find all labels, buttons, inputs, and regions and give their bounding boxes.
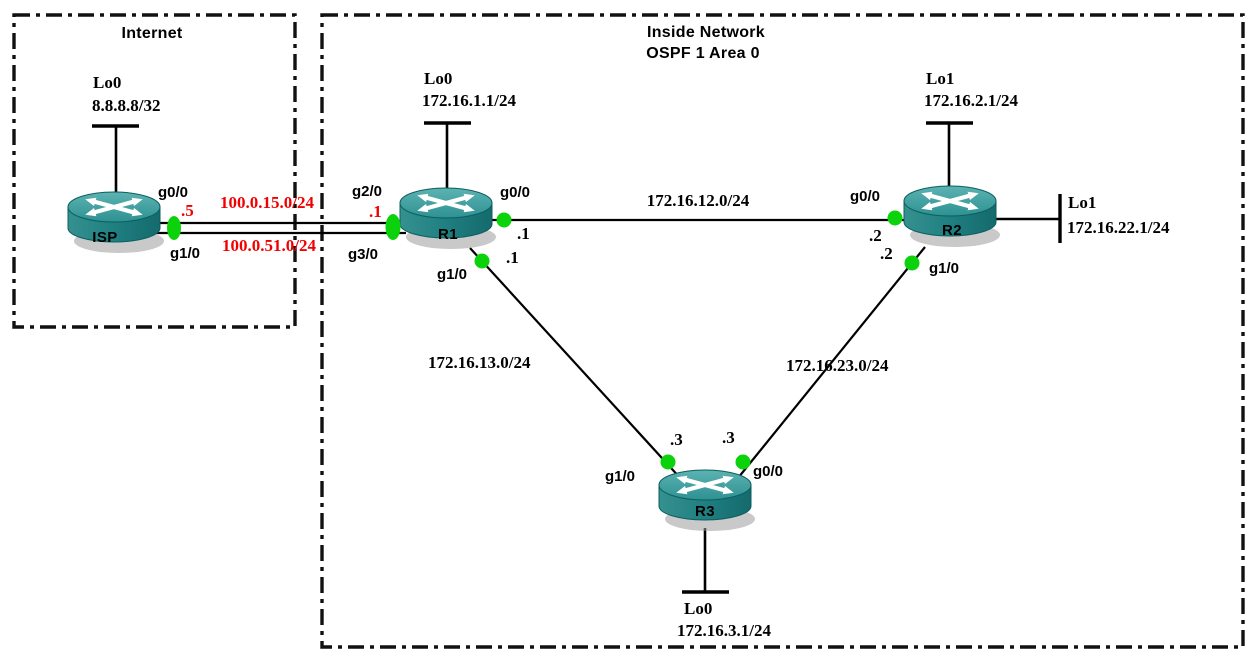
- r2-loopback2-ip: 172.16.22.1/24: [1067, 218, 1170, 237]
- inside-zone-border: [320, 13, 1245, 649]
- status-dot-isp-side: [167, 216, 181, 240]
- r3-if-g0-0-label: g0/0: [753, 463, 784, 480]
- r3-loopback-ip: 172.16.3.1/24: [677, 621, 771, 640]
- r2-g1-0-addr: .2: [880, 244, 893, 263]
- isp-g0-0-addr: .5: [181, 201, 194, 220]
- inside-zone-title-line2: OSPF 1 Area 0: [646, 45, 760, 62]
- subnet-172-16-23: 172.16.23.0/24: [786, 356, 889, 375]
- router-isp-label: ISP: [92, 229, 118, 246]
- isp-if-g0-0-label: g0/0: [158, 184, 189, 201]
- r3-g0-0-addr: .3: [722, 428, 735, 447]
- r1-loopback-label: Lo0: [424, 69, 453, 88]
- r1-if-g1-0-label: g1/0: [437, 266, 468, 283]
- isp-loopback-ip: 8.8.8.8/32: [92, 96, 161, 115]
- status-dot-r3-g1-0: [660, 454, 676, 470]
- isp-loopback-label: Lo0: [93, 73, 122, 92]
- r2-if-g1-0-label: g1/0: [929, 260, 960, 277]
- internet-zone-border: [12, 13, 297, 329]
- status-dot-r2-g1-0: [904, 255, 920, 271]
- r3-loopback-label: Lo0: [684, 599, 713, 618]
- internet-zone-title: Internet: [121, 25, 183, 42]
- link-r2-r3[interactable]: [737, 246, 926, 479]
- subnet-172-16-12: 172.16.12.0/24: [646, 191, 750, 210]
- status-dot-r1-left: [385, 214, 401, 240]
- status-dot-r2-g0-0: [887, 210, 903, 226]
- r1-if-g0-0-label: g0/0: [500, 184, 531, 201]
- status-dot-r1-g0-0: [496, 212, 512, 228]
- subnet-172-16-13: 172.16.13.0/24: [428, 353, 531, 372]
- r1-if-g3-0-label: g3/0: [348, 246, 379, 263]
- subnet-100-0-15: 100.0.15.0/24: [220, 193, 314, 212]
- r1-loopback-ip: 172.16.1.1/24: [422, 91, 516, 110]
- status-dot-r3-g0-0: [735, 454, 751, 470]
- subnet-100-0-51: 100.0.51.0/24: [222, 236, 316, 255]
- r2-if-g0-0-label: g0/0: [850, 188, 881, 205]
- status-dot-r1-g1-0: [474, 253, 490, 269]
- r2-g0-0-addr: .2: [869, 226, 882, 245]
- router-r3-label: R3: [695, 503, 715, 520]
- link-r1-r3[interactable]: [469, 247, 683, 481]
- router-r3[interactable]: [659, 470, 755, 531]
- r2-loopback-label: Lo1: [926, 69, 955, 88]
- r1-g2-0-addr: .1: [369, 202, 382, 221]
- r3-if-g1-0-label: g1/0: [605, 468, 636, 485]
- r3-g1-0-addr: .3: [670, 430, 683, 449]
- r2-loopback2-label: Lo1: [1068, 193, 1097, 212]
- r2-loopback-ip: 172.16.2.1/24: [924, 91, 1018, 110]
- inside-zone-title-line1: Inside Network: [646, 24, 766, 41]
- isp-if-g1-0-label: g1/0: [170, 245, 201, 262]
- router-r2-label: R2: [942, 222, 962, 239]
- r1-if-g2-0-label: g2/0: [352, 183, 383, 200]
- r1-g1-0-addr: .1: [506, 248, 519, 267]
- r1-g0-0-addr: .1: [517, 224, 530, 243]
- router-r1-label: R1: [438, 226, 458, 243]
